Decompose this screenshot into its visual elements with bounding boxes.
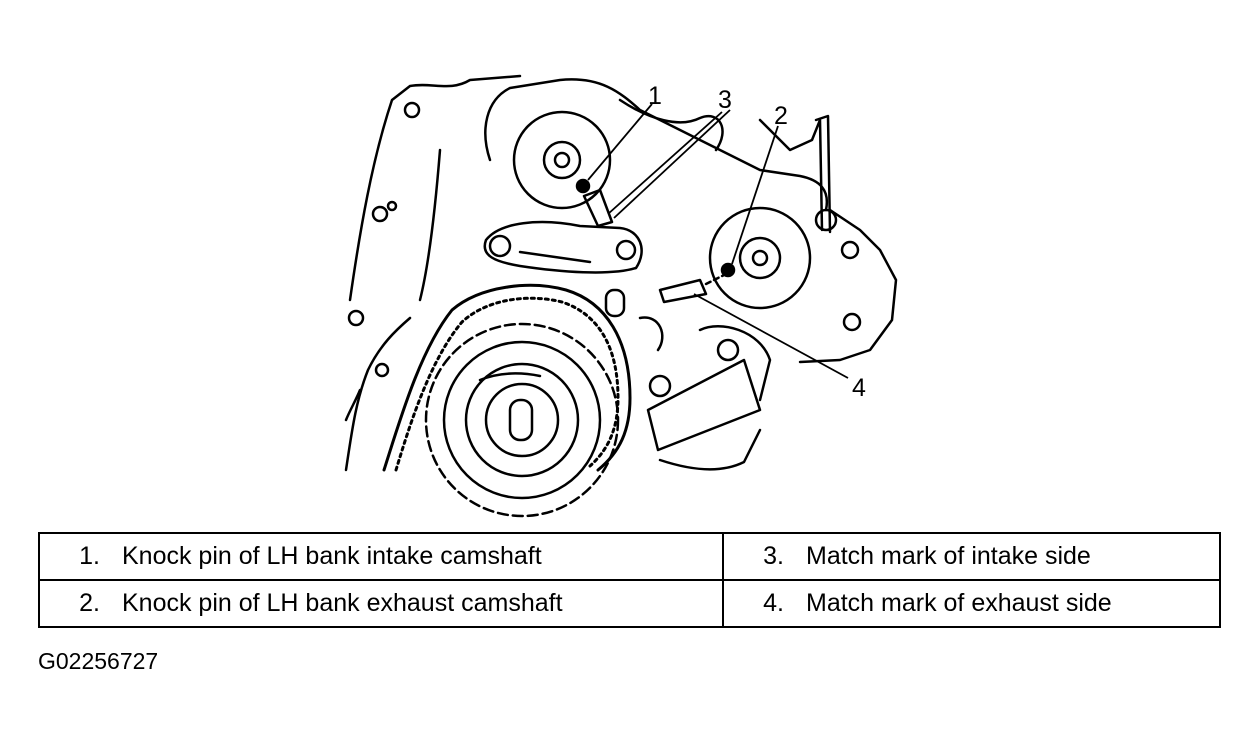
legend-text: Match mark of exhaust side [806,589,1112,617]
head-outline [484,78,829,212]
legend-cell: 2. Knock pin of LH bank exhaust camshaft [38,579,724,628]
exhaust-match-mark [658,278,708,304]
exhaust-cam-sprocket [708,206,812,310]
legend-number: 4. [763,589,784,617]
cover-edge-left [344,316,412,472]
chain-tensioner [646,358,762,452]
legend-cell: 1. Knock pin of LH bank intake camshaft [38,532,724,581]
intake-knock-pin [575,178,591,194]
legend-cell: 3. Match mark of intake side [722,532,1221,581]
legend-cell: 4. Match mark of exhaust side [722,579,1221,628]
legend-text: Knock pin of LH bank intake camshaft [122,542,542,570]
legend-number: 1. [79,542,100,570]
timing-chain [382,283,632,472]
legend-text: Knock pin of LH bank exhaust camshaft [122,589,563,617]
callout-2: 2 [774,102,788,130]
chain-guide [483,220,643,274]
legend-number: 3. [763,542,784,570]
legend-table: 1. Knock pin of LH bank intake camshaft 3… [38,532,1221,628]
callout-1: 1 [648,82,662,110]
legend-number: 2. [79,589,100,617]
cover-outline [348,74,522,302]
intake-match-mark [582,188,614,228]
exhaust-knock-pin [720,262,736,278]
crank-sprocket [424,322,620,518]
intake-cam-sprocket [512,110,612,210]
figure-id: G02256727 [38,648,159,674]
callout-3: 3 [718,86,732,114]
legend-row: 1. Knock pin of LH bank intake camshaft 3… [38,532,1221,581]
legend-text: Match mark of intake side [806,542,1091,570]
engine-timing-illustration: 1 2 3 4 [344,74,898,518]
callout-4: 4 [852,374,866,402]
legend-row: 2.Knock pin of LH bank exhaust camshaft … [38,579,1221,628]
